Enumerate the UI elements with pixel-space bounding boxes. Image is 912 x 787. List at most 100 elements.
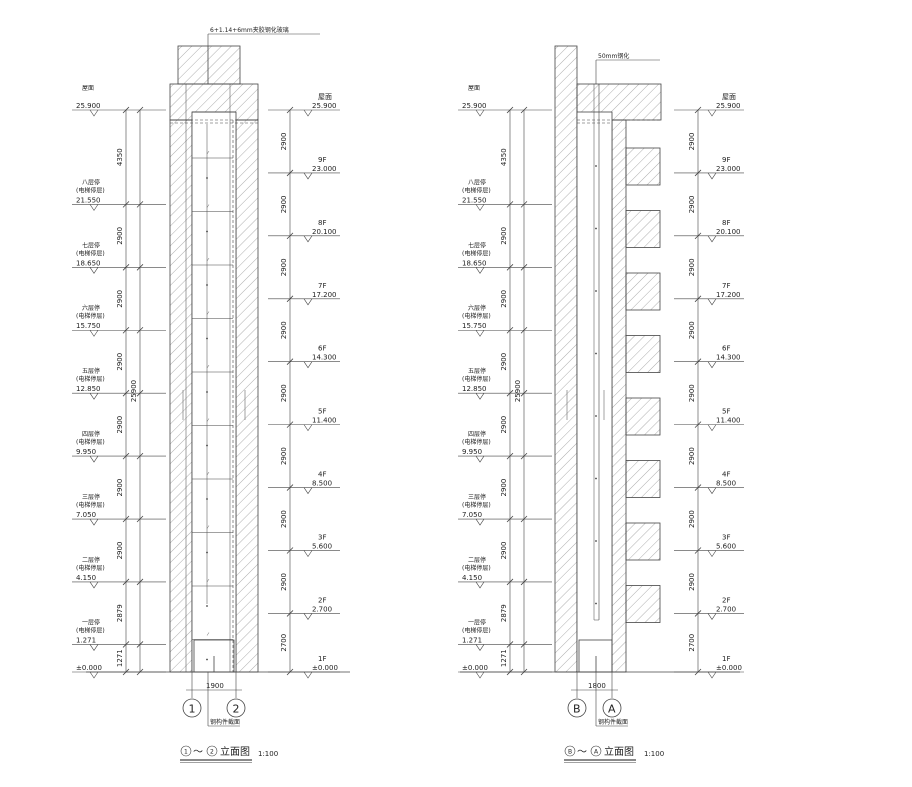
- left-wall-l: [169, 119, 193, 673]
- level-name: 4F: [722, 471, 730, 479]
- dim-value: 2900: [688, 258, 696, 276]
- left-shaft: [191, 111, 237, 673]
- level-name: 8F: [318, 219, 326, 227]
- level-elev: 12.850: [76, 385, 101, 393]
- level-name: 9F: [722, 156, 730, 164]
- left-title-scale: 1:100: [258, 750, 278, 758]
- level-elev: 17.200: [312, 291, 337, 299]
- level-name: 6F: [722, 345, 730, 353]
- dim-value: 4350: [500, 148, 508, 166]
- level-elev: 12.850: [462, 385, 487, 393]
- left-bottom-note: 钢构件截面: [210, 718, 240, 726]
- level-sub: (电梯停层): [462, 186, 491, 194]
- level-sub: (电梯停层): [76, 626, 105, 634]
- level-name: 屋面: [722, 93, 736, 101]
- level-name: 八层停: [468, 178, 486, 186]
- right-wall-r: [611, 119, 627, 673]
- left-wall-r: [235, 119, 259, 673]
- level-sub: (电梯停层): [462, 626, 491, 634]
- dim-value: 2900: [500, 227, 508, 245]
- left-roof-box: [177, 45, 241, 85]
- level-sub: (电梯停层): [462, 375, 491, 383]
- level-name: 5F: [722, 408, 730, 416]
- level-sub: (电梯停层): [462, 438, 491, 446]
- level-name: 五层停: [468, 367, 486, 375]
- axis-1-label: 1: [189, 703, 196, 716]
- level-name: 三层停: [82, 493, 100, 501]
- level-name: 7F: [722, 282, 730, 290]
- axis-b-label: B: [573, 703, 581, 716]
- level-name: 二层停: [468, 556, 486, 564]
- level-elev: 25.900: [312, 102, 337, 110]
- right-top-note: 50mm钢化: [598, 52, 629, 60]
- total-dim: 25900: [514, 380, 522, 402]
- axis-a-label: A: [608, 703, 616, 716]
- level-name: 七层停: [468, 241, 486, 249]
- level-elev: 11.400: [716, 417, 741, 425]
- level-elev: 4.150: [462, 574, 482, 582]
- total-dim: 25900: [130, 380, 138, 402]
- right-tall-wall: [554, 45, 578, 673]
- axis-a-bubble: [602, 698, 622, 718]
- dim-value: 2900: [500, 542, 508, 560]
- level-name: 5F: [318, 408, 326, 416]
- dim-value: 2900: [280, 258, 288, 276]
- svg-text:2: 2: [210, 749, 214, 756]
- level-name: 6F: [318, 345, 326, 353]
- level-elev: 5.600: [312, 542, 332, 550]
- level-name: 7F: [318, 282, 326, 290]
- projecting-box: [625, 397, 661, 436]
- level-sub: (电梯停层): [76, 249, 105, 257]
- left-elevation: 6+1.14+6mm夹胶钢化玻璃 1900 1 2 钢构件截面 1 ～ 2 立面…: [72, 26, 350, 763]
- dim-value: 2900: [280, 573, 288, 591]
- level-name: 四层停: [82, 430, 100, 438]
- dim-value: 2900: [116, 479, 124, 497]
- dim-value: 2900: [280, 510, 288, 528]
- right-shaft: [576, 111, 613, 673]
- level-elev: 25.900: [716, 102, 741, 110]
- level-elev: 20.100: [312, 228, 337, 236]
- level-elev: 23.000: [716, 165, 741, 173]
- level-name: 3F: [722, 533, 730, 541]
- level-name: 四层停: [468, 430, 486, 438]
- axis-1-bubble: [182, 698, 202, 718]
- dim-value: 2900: [688, 447, 696, 465]
- level-elev: 1.271: [76, 636, 96, 644]
- right-width-dim: 1800: [588, 682, 606, 690]
- svg-text:～: ～: [577, 747, 587, 758]
- right-title-text: 立面图: [604, 745, 634, 758]
- level-elev: 20.100: [716, 228, 741, 236]
- level-name: 2F: [722, 596, 730, 604]
- level-elev: 4.150: [76, 574, 96, 582]
- level-elev: 14.300: [716, 354, 741, 362]
- level-elev: 15.750: [76, 322, 101, 330]
- dim-value: 2879: [500, 604, 508, 622]
- dim-value: 4350: [116, 148, 124, 166]
- level-name: 一层停: [82, 618, 100, 626]
- dim-value: 2900: [688, 573, 696, 591]
- dim-value: 2900: [500, 479, 508, 497]
- level-name: 七层停: [82, 241, 100, 249]
- axis-b-bubble: [567, 698, 587, 718]
- svg-text:B: B: [568, 749, 572, 756]
- level-elev: 17.200: [716, 291, 741, 299]
- projecting-box: [625, 460, 661, 498]
- level-name: 2F: [318, 596, 326, 604]
- projecting-box: [625, 522, 661, 561]
- level-elev: 2.700: [312, 605, 332, 613]
- level-name: 1F: [318, 655, 326, 663]
- level-elev: 25.900: [462, 102, 487, 110]
- level-elev: 9.950: [76, 448, 96, 456]
- level-name: 六层停: [468, 304, 486, 312]
- dim-value: 2900: [688, 384, 696, 402]
- dim-value: 2900: [280, 195, 288, 213]
- dim-value: 2900: [500, 353, 508, 371]
- projecting-box: [625, 335, 661, 373]
- level-elev: ±0.000: [716, 664, 742, 672]
- level-sub: (电梯停层): [76, 312, 105, 320]
- level-sub: (电梯停层): [76, 501, 105, 509]
- level-elev: 2.700: [716, 605, 736, 613]
- right-title: B ～ A 立面图 1:100: [564, 745, 664, 763]
- svg-text:～: ～: [193, 747, 203, 758]
